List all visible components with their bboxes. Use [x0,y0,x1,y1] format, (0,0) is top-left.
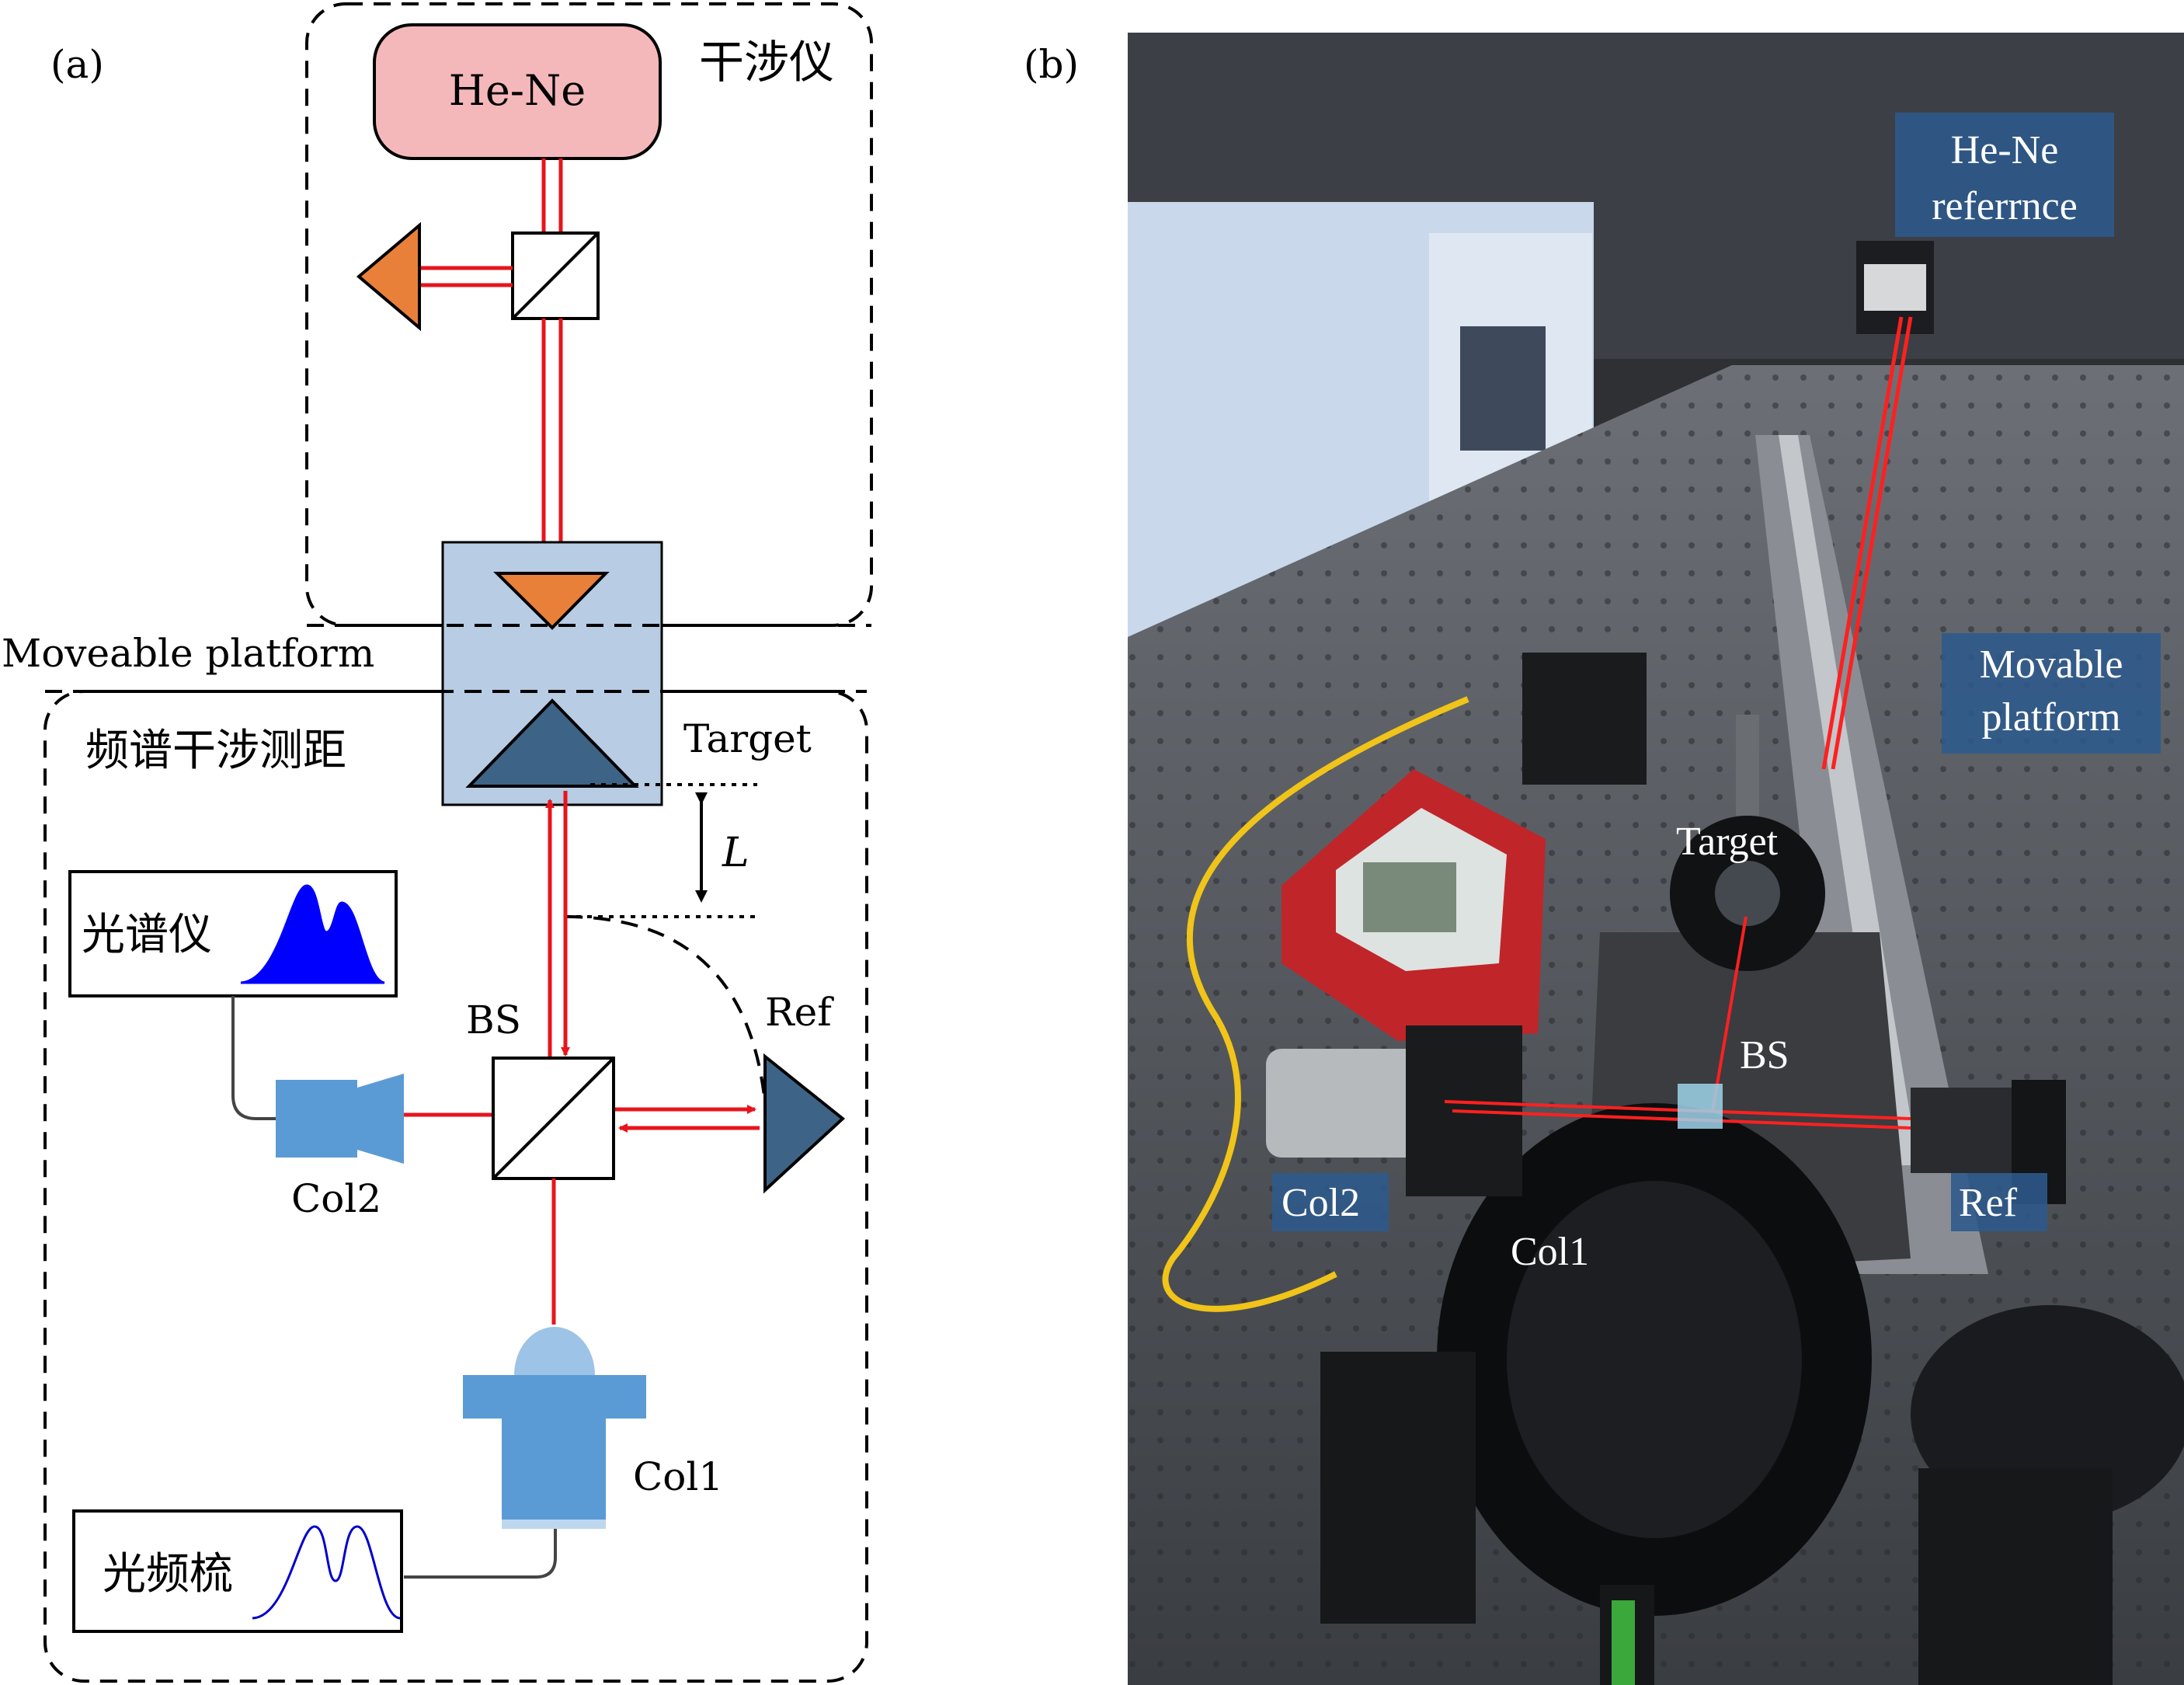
spectrometer-spectrum-icon [240,884,385,984]
photo-label-reference: referrnce [1932,184,2078,228]
beam-splitter-label: BS [466,997,521,1043]
photo-label-col1: Col1 [1511,1230,1589,1274]
photo-label-bs: BS [1740,1033,1789,1077]
photo-label-target: Target [1676,820,1779,864]
distance-equivalence-arc [565,915,767,1104]
photo-label-he-ne: He-Ne [1951,128,2059,172]
collimator-2-label: Col2 [291,1176,381,1221]
photo-label-ref: Ref [1959,1181,2018,1225]
photo-label-platform: platform [1981,695,2120,740]
reference-retroreflector [763,1053,846,1194]
interferometer-group-box [305,2,873,627]
frequency-comb-label: 光频梳 [103,1549,233,1600]
orange-retroreflector-platform [493,572,610,630]
moveable-platform-label: Moveable platform [2,631,374,676]
collimator-1-label: Col1 [633,1454,723,1499]
spectrometer-label: 光谱仪 [82,910,212,960]
reference-label: Ref [765,990,834,1035]
collimator-2 [276,1074,404,1164]
photo-label-col2-box [1272,1173,1389,1231]
collimator-1 [463,1327,646,1529]
orange-retroreflector-left [356,221,421,332]
panel-b-tag: (b) [1024,42,1079,87]
comb-fiber [404,1529,557,1579]
panel-a: (a) 干涉仪 He-Ne 频谱干涉测距 Moveable platform [2,2,873,1683]
panel-b: (b) [1024,33,2184,1685]
photo-label-movable: Movable [1980,642,2123,687]
photo-label-movable-box [1942,633,2161,754]
main-beam-splitter-diagonal [492,1057,615,1180]
frequency-comb-spectrum-icon [252,1525,401,1620]
photo-label-ref-box [1951,1173,2047,1231]
target-retroreflector [465,698,639,788]
distance-symbol: L [722,830,749,876]
photo-label-he-ne-box [1895,113,2114,237]
upper-beam-splitter-diagonal [511,232,600,320]
target-label: Target [683,716,812,761]
photo-label-col2: Col2 [1282,1181,1360,1225]
lab-setup-photo [1128,33,2184,1685]
interferometer-group-label: 干涉仪 [699,36,834,89]
spectrometer-fiber [231,996,276,1120]
ranging-group-label: 频谱干涉测距 [85,726,346,776]
frequency-comb [72,1509,403,1633]
panel-a-tag: (a) [50,42,104,87]
he-ne-laser [373,23,662,160]
he-ne-laser-label: He-Ne [449,66,586,115]
